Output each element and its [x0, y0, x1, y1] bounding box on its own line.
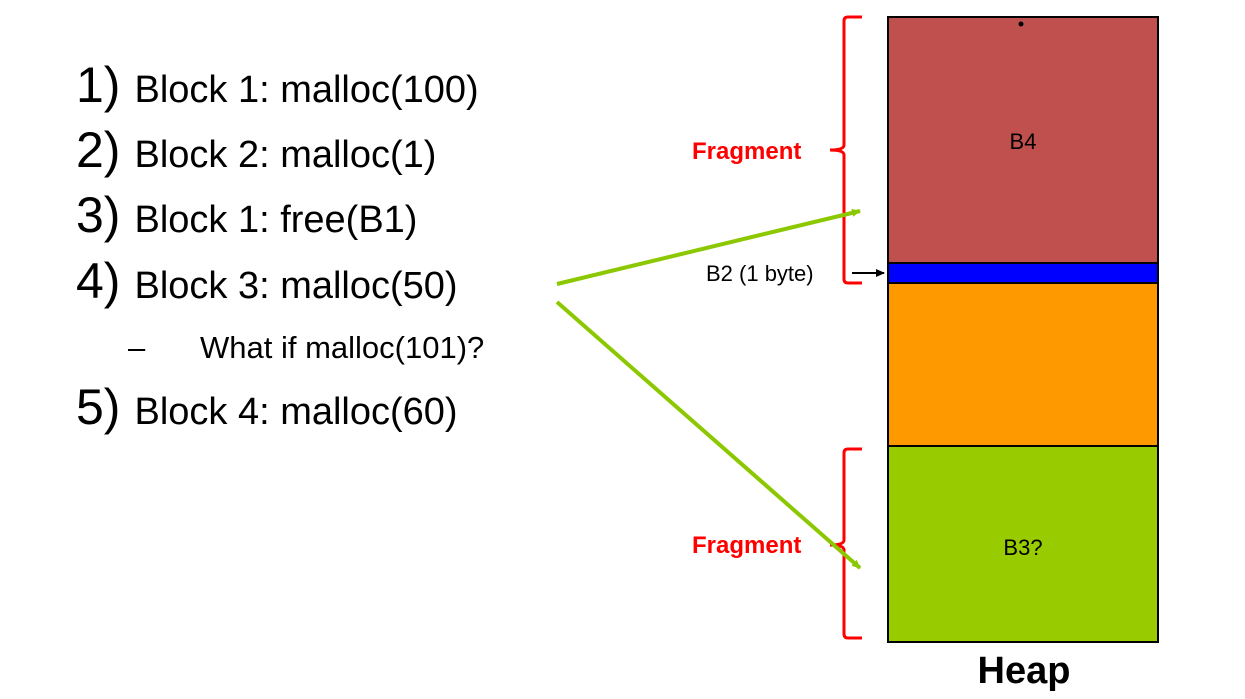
block-label-b4: B4: [1010, 129, 1037, 154]
block-label-b3: B3?: [1003, 535, 1042, 560]
step-2: 2) Block 2: malloc(1): [76, 122, 437, 178]
continuation-dot: [1018, 21, 1024, 27]
heap-block-free: [887, 282, 1159, 447]
step-text: Block 3: malloc(50): [134, 265, 458, 307]
step-text: Block 1: free(B1): [134, 199, 418, 241]
step-number: 4): [76, 253, 121, 309]
heap-block-b3: [887, 445, 1159, 643]
step-text: Block 2: malloc(1): [134, 134, 437, 176]
sub-step-dash: –: [128, 330, 146, 365]
step-5: 5) Block 4: malloc(60): [76, 379, 458, 435]
placement-arrow-top: [556, 208, 861, 286]
step-number: 3): [76, 187, 121, 243]
placement-arrow-bottom: [555, 300, 862, 570]
step-number: 1): [76, 57, 121, 113]
step-text: Block 1: malloc(100): [134, 69, 479, 111]
step-1: 1) Block 1: malloc(100): [76, 57, 479, 113]
step-number: 2): [76, 122, 121, 178]
step-4: 4) Block 3: malloc(50): [76, 253, 458, 309]
step-3: 3) Block 1: free(B1): [76, 187, 418, 243]
step-number: 5): [76, 379, 121, 435]
heap-title: Heap: [978, 650, 1071, 692]
step-text: Block 4: malloc(60): [134, 391, 458, 433]
sub-step-text: What if malloc(101)?: [200, 330, 485, 365]
fragment-label: Fragment: [692, 138, 801, 165]
fragment-brace: [829, 15, 862, 285]
heap-block-b2: [887, 262, 1159, 284]
fragment-label: Fragment: [692, 532, 801, 559]
fragment-brace: [829, 447, 862, 640]
sub-step: – What if malloc(101)?: [128, 328, 484, 368]
b2-label: B2 (1 byte): [706, 261, 814, 286]
